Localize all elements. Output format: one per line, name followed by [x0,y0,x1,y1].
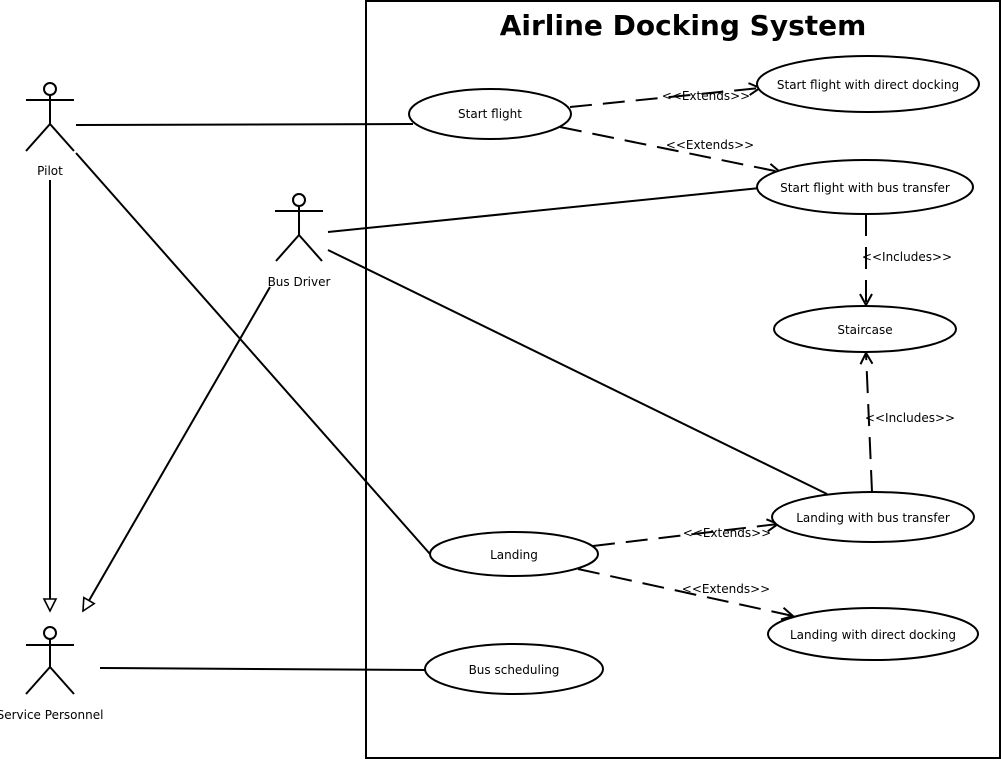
use-case-label: Staircase [837,323,892,337]
use-case-label: Landing with direct docking [790,628,956,642]
label-extends-1: <<Extends>> [662,89,750,103]
actor-service-personnel[interactable]: Service Personnel [0,626,103,722]
label-extends-4: <<Extends>> [682,582,770,596]
use-case-start-flight-bus-transfer[interactable]: Start flight with bus transfer [756,159,974,215]
label-includes-2: <<Includes>> [865,411,955,425]
system-boundary [365,0,1001,759]
label-includes-1: <<Includes>> [862,250,952,264]
use-case-label: Landing with bus transfer [796,511,950,525]
use-case-label: Bus scheduling [469,663,560,677]
use-case-label: Landing [490,548,538,562]
extends-landing-direct-docking [577,568,793,616]
actor-label: Pilot [37,164,63,178]
use-case-label: Start flight [458,107,522,121]
use-case-label: Start flight with direct docking [777,78,959,92]
assoc-bus-driver-landing-bus-transfer [327,249,828,495]
assoc-pilot-start-flight [75,123,414,126]
generalization-bus-driver-service [82,286,271,613]
use-case-start-flight-direct-docking[interactable]: Start flight with direct docking [756,55,980,113]
label-extends-2: <<Extends>> [666,138,754,152]
label-extends-3: <<Extends>> [683,526,771,540]
use-case-bus-scheduling[interactable]: Bus scheduling [424,643,604,695]
actor-pilot[interactable]: Pilot [25,82,75,178]
actor-label: Service Personnel [0,708,103,722]
extends-start-bus-transfer [559,126,780,172]
actor-bus-driver[interactable]: Bus Driver [268,193,331,289]
use-case-landing[interactable]: Landing [429,531,599,577]
use-case-start-flight[interactable]: Start flight [408,88,572,140]
assoc-pilot-landing [75,152,431,555]
includes-landing-bus-staircase [866,353,872,493]
system-title: Airline Docking System [500,9,867,42]
assoc-service-bus-scheduling [99,667,428,671]
actor-label: Bus Driver [268,275,331,289]
use-case-staircase[interactable]: Staircase [773,305,957,353]
use-case-landing-bus-transfer[interactable]: Landing with bus transfer [771,491,975,543]
assoc-bus-driver-start-bus-transfer [327,187,761,233]
use-case-label: Start flight with bus transfer [780,181,950,195]
use-case-landing-direct-docking[interactable]: Landing with direct docking [767,607,979,661]
